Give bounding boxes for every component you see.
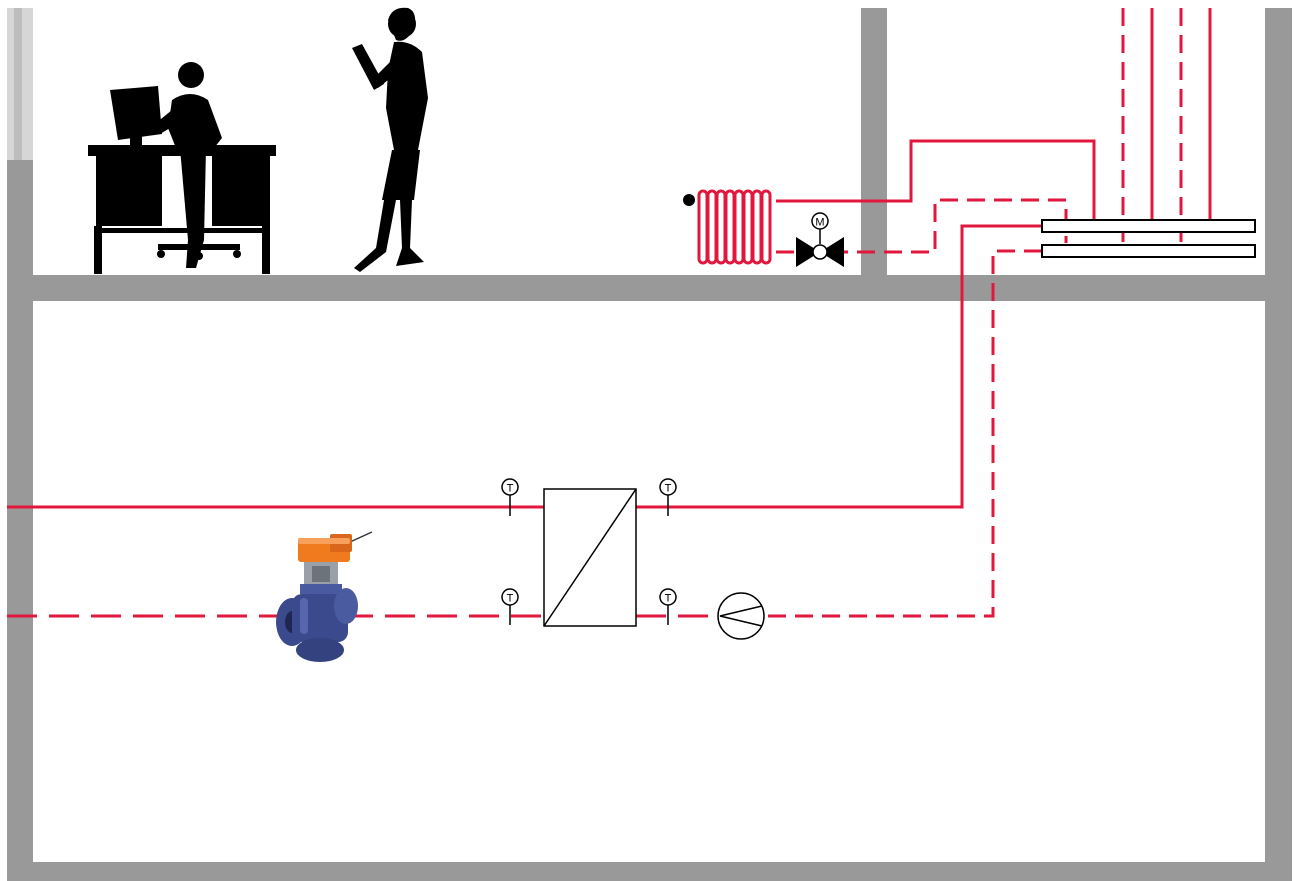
woman-legs <box>354 200 424 272</box>
desk-right-pedestal <box>212 156 270 226</box>
left-wall-lower <box>7 160 33 875</box>
chair-post <box>196 226 202 246</box>
sensor-label: T <box>507 593 514 605</box>
woman-torso <box>386 42 428 150</box>
chair-wheel-left <box>157 250 165 258</box>
left-wall-glass-highlight <box>14 8 22 160</box>
main-supply-riser <box>636 226 1042 507</box>
radiator-vent <box>683 194 695 206</box>
radiator-fins <box>699 191 770 263</box>
shaft-wall <box>861 8 887 285</box>
actuator-cable <box>350 532 372 542</box>
sensor-label: T <box>665 593 672 605</box>
valve-flange-right <box>334 588 358 624</box>
temperature-sensor-primary-return: T <box>502 589 518 625</box>
desk-crossbar <box>94 228 270 233</box>
floor-slab <box>7 275 1292 301</box>
sensor-label: T <box>665 483 672 495</box>
valve-yoke-inner <box>312 566 330 582</box>
three-way-control-valve-with-actuator <box>276 532 372 662</box>
valve-bonnet <box>300 584 342 594</box>
woman-hair <box>388 8 415 41</box>
temperature-sensor-secondary-return: T <box>660 589 676 625</box>
chair-wheel-right <box>233 250 241 258</box>
valve-ball <box>813 245 827 259</box>
office-worker-silhouette <box>88 62 276 274</box>
pump-housing <box>718 593 764 639</box>
valve-highlight <box>300 598 308 634</box>
heat-exchanger-icon <box>544 489 636 626</box>
monitor-screen <box>110 86 162 140</box>
worker-head <box>178 62 204 88</box>
desk-right-leg <box>262 226 270 274</box>
chair-wheel-center <box>195 252 203 260</box>
supply-manifold <box>1042 220 1255 232</box>
woman-document <box>352 44 384 90</box>
temperature-sensor-primary-supply: T <box>502 479 518 516</box>
return-manifold <box>1042 245 1255 257</box>
valve-flange-bottom <box>296 638 344 662</box>
temperature-sensor-secondary-supply: T <box>660 479 676 516</box>
radiator-icon <box>683 191 770 263</box>
monitor-stand <box>130 136 142 146</box>
woman-skirt <box>382 150 420 200</box>
distribution-manifolds <box>1042 220 1255 257</box>
upper-pipes <box>636 8 1210 616</box>
circulation-pump-icon <box>718 593 764 639</box>
woman-reading-silhouette <box>352 8 428 272</box>
bottom-wall <box>7 862 1292 881</box>
motorized-two-way-valve-icon: M <box>796 213 844 267</box>
desk-left-leg <box>94 226 102 274</box>
actuator-top-shade <box>298 538 350 544</box>
main-return-riser <box>765 251 1042 616</box>
desk-left-pedestal <box>96 156 162 226</box>
chair-base <box>158 244 240 250</box>
sensor-label: T <box>507 483 514 495</box>
right-wall <box>1265 8 1292 881</box>
motor-label: M <box>815 217 824 229</box>
